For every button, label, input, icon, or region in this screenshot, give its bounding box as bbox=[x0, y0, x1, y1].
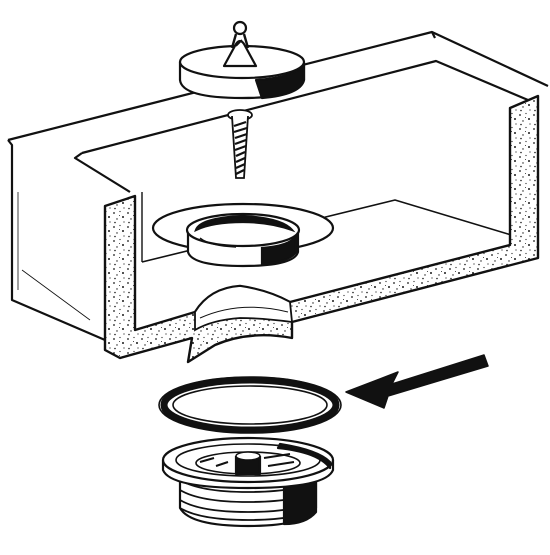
sink-inner-rim bbox=[73, 59, 529, 193]
sink-rim-outline bbox=[7, 30, 549, 186]
washer-ring-icon bbox=[158, 376, 342, 434]
screw-icon bbox=[227, 109, 253, 179]
sink-left-wall bbox=[10, 186, 106, 342]
drain-hole-lip bbox=[194, 285, 294, 332]
threaded-waste-body-icon bbox=[161, 436, 335, 528]
rubber-plug-icon bbox=[178, 20, 306, 100]
arrow-left-icon bbox=[345, 354, 489, 409]
waste-flange-icon bbox=[151, 202, 335, 268]
